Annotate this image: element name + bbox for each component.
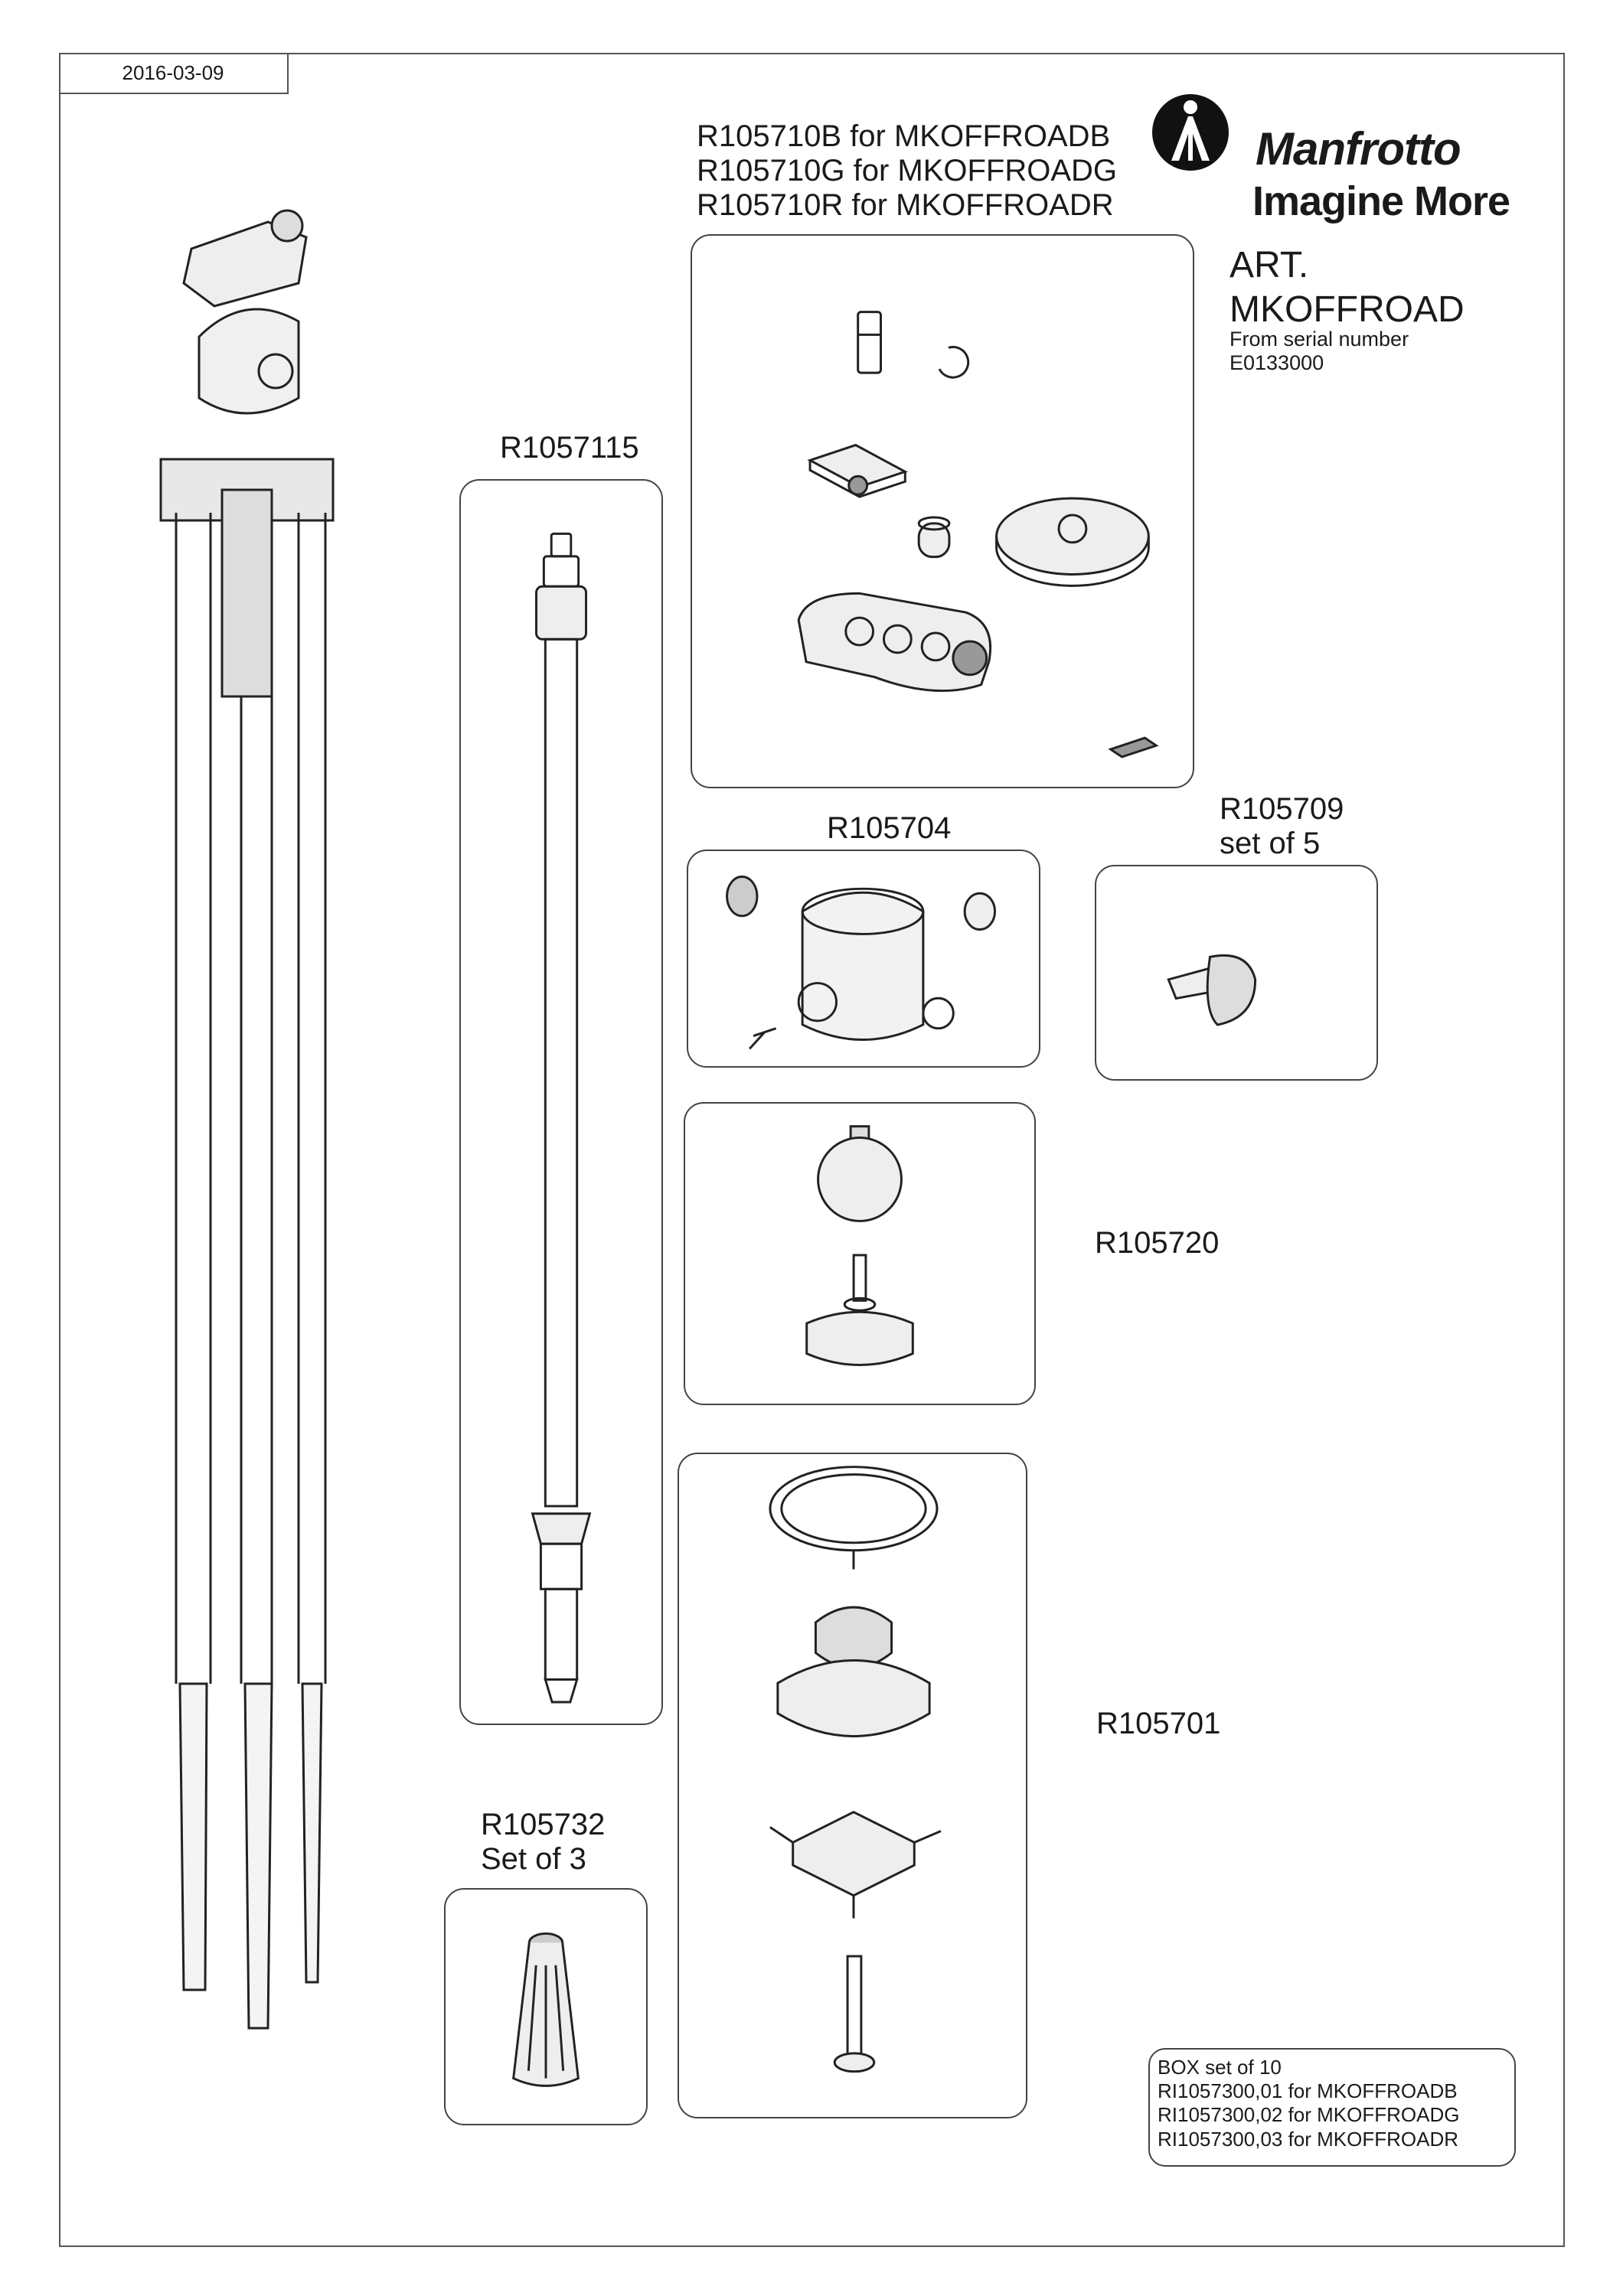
plate-kit-illustration bbox=[797, 311, 1159, 758]
feet-qty: Set of 3 bbox=[481, 1841, 586, 1876]
foot-illustration bbox=[512, 1932, 580, 2087]
date-box: 2016-03-09 bbox=[59, 53, 289, 94]
center-column-box bbox=[459, 479, 663, 1725]
article-title-line1: ART. bbox=[1229, 245, 1309, 285]
head-body-box bbox=[687, 850, 1040, 1068]
serial-line2: E0133000 bbox=[1229, 351, 1324, 375]
ball-box bbox=[684, 1102, 1036, 1405]
center-column-code: R1057115 bbox=[500, 431, 639, 465]
brand-slogan: Imagine More bbox=[1252, 178, 1510, 224]
ball-code: R105720 bbox=[1095, 1226, 1220, 1260]
manfrotto-logo-icon bbox=[1152, 94, 1229, 171]
serial-info: From serial number E0133000 bbox=[1229, 328, 1409, 375]
feet-code: R105732 bbox=[481, 1808, 606, 1841]
knob-label: R105709 set of 5 bbox=[1220, 792, 1344, 861]
article-title-line2: MKOFFROAD bbox=[1229, 289, 1465, 330]
knob-code: R105709 bbox=[1220, 792, 1344, 826]
head-body-code: R105704 bbox=[827, 811, 952, 845]
plate-kit-line2: R105710G for MKOFFROADG bbox=[697, 153, 1118, 188]
box-set-note: BOX set of 10 RI1057300,01 for MKOFFROAD… bbox=[1148, 2048, 1516, 2167]
knob-illustration bbox=[1167, 954, 1257, 1026]
brand-name: Manfrotto bbox=[1256, 123, 1461, 174]
base-illustration bbox=[769, 1466, 942, 2073]
plate-kit-line1: R105710B for MKOFFROADB bbox=[697, 119, 1111, 153]
head-body-illustration bbox=[726, 876, 997, 1050]
tripod-illustration bbox=[159, 209, 335, 2030]
ball-illustration bbox=[805, 1125, 914, 1366]
plate-kit-line3: R105710R for MKOFFROADR bbox=[697, 188, 1114, 222]
base-box bbox=[678, 1453, 1027, 2118]
serial-line1: From serial number bbox=[1229, 328, 1409, 351]
feet-box bbox=[444, 1888, 648, 2125]
article-title: ART. MKOFFROAD bbox=[1229, 243, 1465, 331]
plate-kit-label: R105710B for MKOFFROADB R105710G for MKO… bbox=[697, 119, 1117, 222]
box-set-line3: RI1057300,03 for MKOFFROADR bbox=[1158, 2127, 1459, 2151]
box-set-title: BOX set of 10 bbox=[1158, 2056, 1282, 2079]
box-set-line1: RI1057300,01 for MKOFFROADB bbox=[1158, 2079, 1458, 2103]
feet-label: R105732 Set of 3 bbox=[481, 1808, 605, 1877]
plate-kit-box bbox=[691, 234, 1194, 788]
knob-qty: set of 5 bbox=[1220, 826, 1321, 860]
knob-box bbox=[1095, 865, 1378, 1081]
center-column-illustration bbox=[531, 532, 592, 1704]
base-code: R105701 bbox=[1096, 1707, 1221, 1740]
drawing-frame bbox=[59, 53, 1565, 2247]
box-set-line2: RI1057300,02 for MKOFFROADG bbox=[1158, 2103, 1460, 2127]
